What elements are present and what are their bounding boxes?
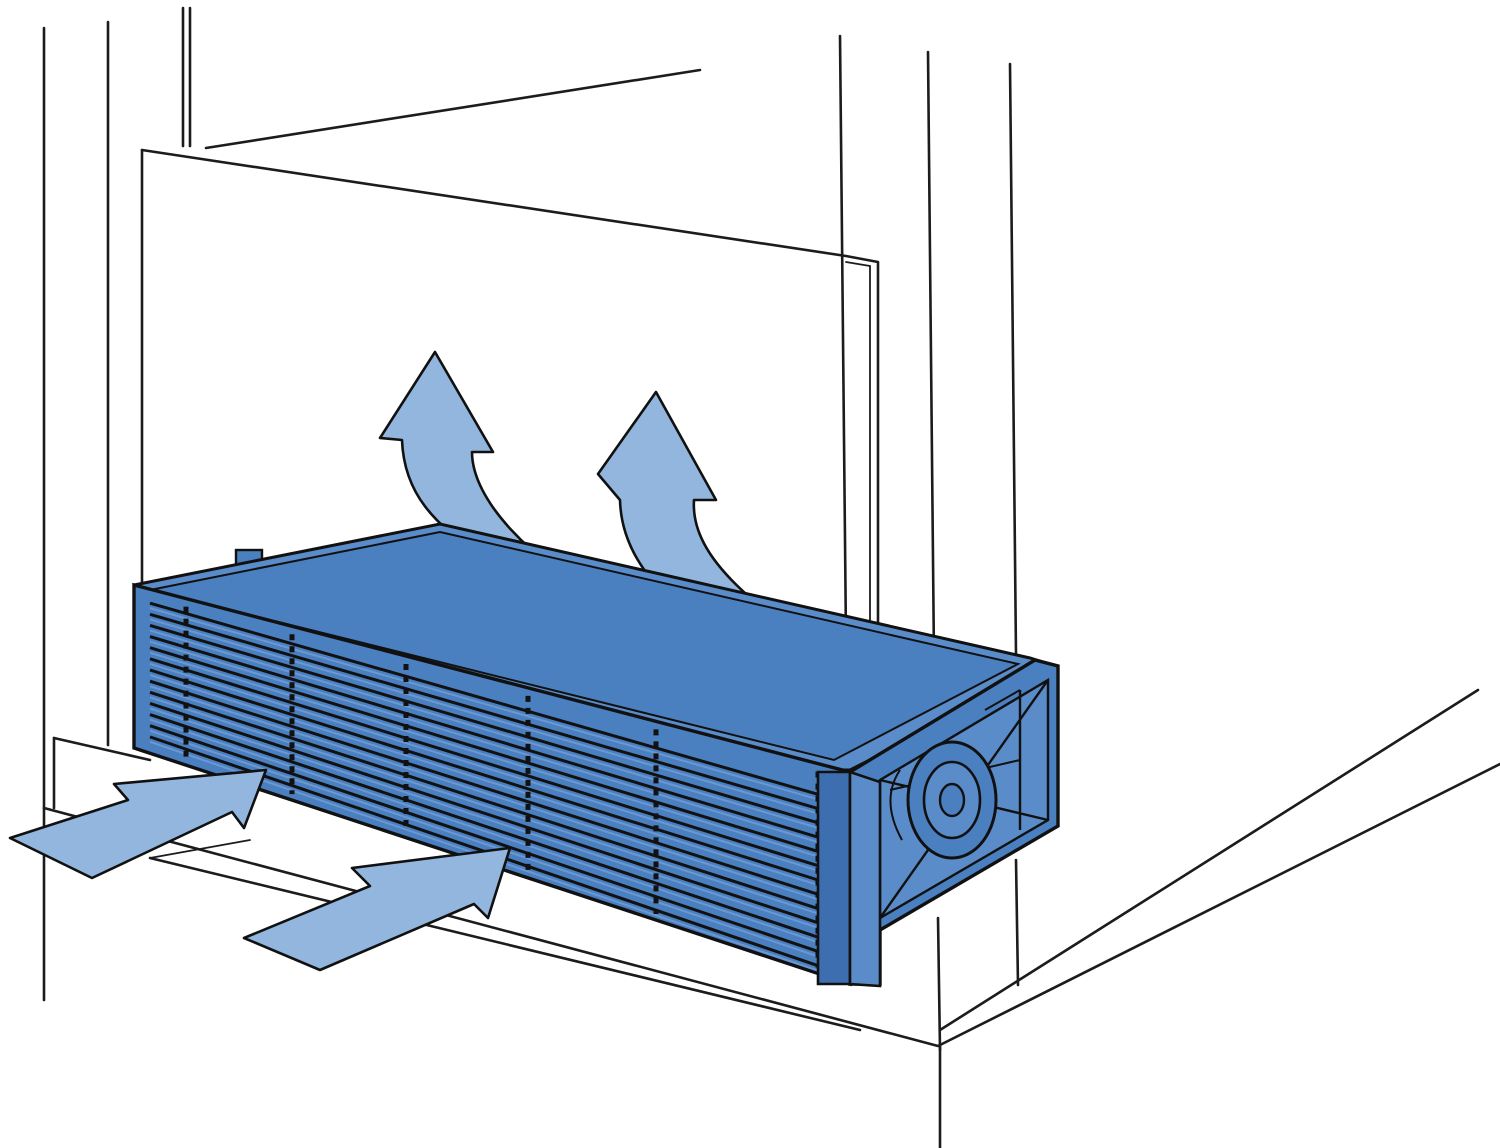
cabinet-outline: [42, 6, 1500, 1148]
grille-slat-highlight: [149, 718, 819, 944]
intake-arrow-icon: [242, 846, 512, 972]
grille-slat-highlight: [149, 685, 819, 901]
grille-slat: [149, 668, 819, 882]
fan-motor-icon: [889, 740, 998, 860]
grille-slat-highlight: [149, 640, 819, 844]
grille-slat-highlight: [149, 674, 819, 886]
grille-slat-highlight: [149, 607, 819, 801]
grille-slat-highlight: [149, 662, 819, 872]
grille-slat-highlight: [149, 707, 819, 929]
grille-slat: [149, 657, 819, 868]
intake-arrow-icon: [8, 768, 268, 880]
fan-housing-front: [132, 522, 1059, 987]
intake-arrows: [8, 768, 512, 972]
grille-slat: [149, 713, 819, 939]
grille-slat: [149, 623, 819, 825]
grille-slat-highlight: [149, 729, 819, 958]
grille-slat-highlight: [149, 651, 819, 858]
grille-slat: [149, 702, 819, 925]
grille-slat: [149, 635, 819, 839]
motor-end-cap: [816, 658, 1060, 988]
grille-slat: [149, 724, 819, 953]
grille-slat-highlight: [149, 618, 819, 815]
grille-slat: [149, 601, 819, 796]
grille-slat: [149, 612, 819, 811]
grille-slat: [149, 679, 819, 896]
grille-slat-highlight: [149, 629, 819, 829]
grille-slat: [149, 690, 819, 910]
grille-slat-highlight: [149, 696, 819, 915]
grille-slat: [149, 646, 819, 853]
